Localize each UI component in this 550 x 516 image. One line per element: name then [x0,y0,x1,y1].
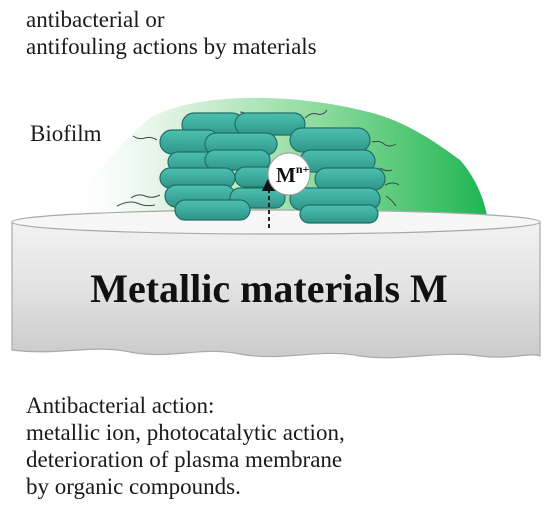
bacteria-cluster [159,112,386,224]
bottom-caption-line-3: deterioration of plasma membrane [26,447,343,472]
metal-ion: Mn+ [261,152,311,228]
material-label: Metallic materials M [90,266,448,311]
ion-charge: n+ [296,162,310,176]
ion-label: Mn+ [276,162,310,187]
bacterium [314,167,386,191]
top-caption-line-1: antibacterial or [26,7,165,32]
top-caption-line-2: antifouling actions by materials [26,34,317,59]
bacterium [289,127,371,153]
top-caption: antibacterial or antifouling actions by … [26,6,317,60]
metallic-material [11,209,541,359]
ion-base: M [276,163,296,187]
biofilm-label: Biofilm [30,121,102,146]
ion-circle [267,152,311,196]
bottom-caption-line-4: by organic compounds. [26,474,241,499]
bottom-caption-line-2: metallic ion, photocatalytic action, [26,420,345,445]
bacterium [174,199,251,221]
bottom-caption-line-1: Antibacterial action: [26,393,215,418]
bacterium [299,204,379,224]
bottom-caption: Antibacterial action: metallic ion, phot… [26,392,345,500]
material-side [11,221,541,359]
bacteria-flagella [116,109,400,207]
material-top-surface [11,209,541,235]
